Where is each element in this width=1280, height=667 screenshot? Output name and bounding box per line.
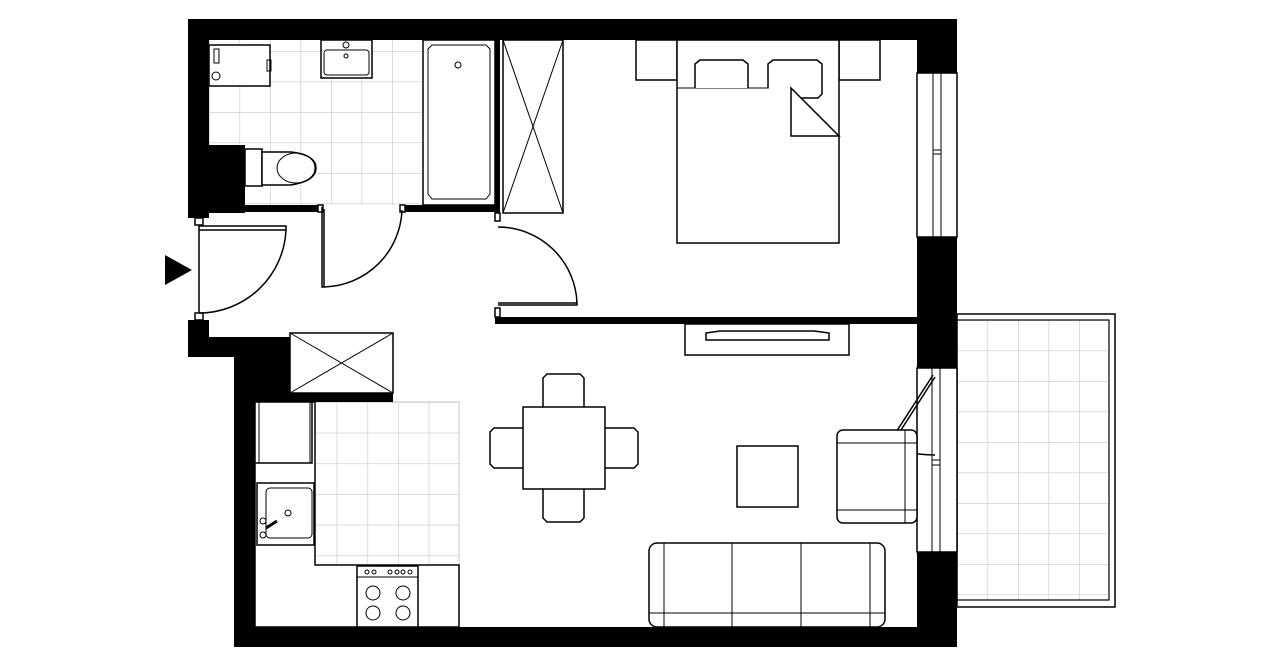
bedroom-door[interactable]	[494, 212, 578, 318]
entry-door[interactable]	[194, 217, 287, 321]
dining-table-icon	[489, 373, 639, 523]
tv-icon	[684, 323, 850, 356]
bathtub-icon	[422, 39, 496, 206]
sink-icon	[320, 39, 373, 79]
balcony-door-window-icon	[916, 367, 958, 553]
walls	[188, 19, 957, 647]
bed-icon	[676, 39, 841, 244]
wardrobe-icon	[502, 39, 564, 214]
nightstand-left	[635, 39, 678, 81]
nightstand-right	[838, 39, 881, 81]
fridge-icon	[254, 401, 313, 464]
toilet-icon	[244, 148, 317, 187]
washing-machine-icon	[208, 44, 272, 87]
stove-icon	[356, 565, 419, 628]
bathroom-door[interactable]	[317, 204, 406, 288]
armchair-icon	[836, 429, 918, 524]
kitchen-tiles	[314, 401, 460, 566]
kitchen-sink-icon	[256, 482, 315, 546]
window-icon	[916, 72, 958, 238]
entrance-arrow-icon	[165, 255, 192, 285]
balcony	[956, 313, 1116, 608]
coffee-table	[736, 445, 799, 508]
wardrobe-kitchen-icon	[289, 332, 394, 394]
sofa-icon	[648, 542, 886, 628]
